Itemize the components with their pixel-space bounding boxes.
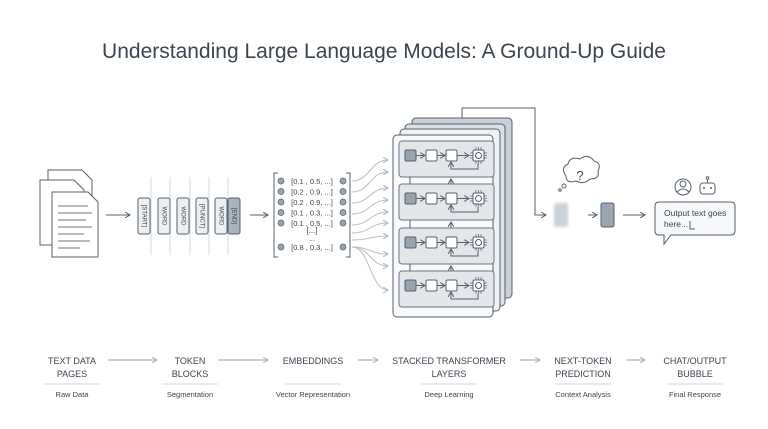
predicted-token: [600, 202, 615, 228]
chip-icon: [470, 234, 487, 251]
fan-arrow: [351, 188, 388, 204]
token-label: [PUNCT]: [198, 204, 204, 228]
stage-caption: Vector Representation: [276, 390, 350, 399]
stage-title-line1: CHAT/OUTPUT: [663, 356, 727, 366]
fan-arrow: [351, 246, 388, 266]
embedding-last-row: [0.8 , 0.3, ...]: [291, 243, 333, 252]
page-title: Understanding Large Language Models: A G…: [102, 40, 666, 63]
stage-title-line2: PAGES: [57, 369, 87, 379]
fan-arrows: [351, 160, 388, 290]
chip-icon: [470, 147, 487, 164]
embedding-matrix: [0.1 , 0.5, ...] [0.2 , 0.9, ...][0.2 , 0…: [273, 172, 351, 258]
transformer-layer: [398, 270, 495, 308]
fan-arrow: [351, 236, 388, 241]
token-block: [195, 197, 209, 235]
embedding-ellipsis: ...: [309, 236, 315, 243]
token-blocks: [START] WORD WORD [PUNCT] WORD [END]: [137, 177, 241, 255]
token-label: WORD: [160, 207, 166, 227]
stage-caption: Context Analysis: [555, 390, 611, 399]
token-block: [137, 197, 151, 235]
stage-title-line1: EMBEDDINGS: [283, 356, 344, 366]
bubble-text-line1: Output text goes: [664, 208, 726, 218]
user-icon: [674, 178, 692, 196]
embedding-row: [0.1 , 0.5, ...]: [291, 177, 333, 186]
fan-arrow: [351, 223, 388, 234]
embedding-row: [0.1 , 0.3, ...]: [291, 209, 333, 218]
stage-4: NEXT-TOKEN PREDICTION Context Analysis: [554, 356, 611, 399]
token-block: [176, 197, 190, 235]
fan-arrow: [351, 160, 388, 182]
transformer-layer: [398, 227, 495, 265]
stage-title-line2: PREDICTION: [555, 369, 611, 379]
chip-icon: [470, 277, 487, 294]
chip-icon: [470, 190, 487, 207]
documents-icon: [39, 169, 99, 258]
stage-title-line1: STACKED TRANSFORMER: [392, 356, 506, 366]
fan-arrow: [351, 212, 388, 226]
stage-title-line2: BLOCKS: [172, 369, 209, 379]
fan-arrow: [351, 172, 388, 193]
bubble-text-line2: here...: [664, 219, 688, 229]
text-cursor: [689, 221, 695, 230]
stage-caption: Final Response: [669, 390, 721, 399]
stage-caption: Deep Learning: [424, 390, 473, 399]
token-block: [227, 197, 241, 235]
embedding-row: [0.2 , 0.9, ...]: [291, 188, 333, 197]
token-label: WORD: [179, 207, 185, 227]
embedding-row: [0.1 , 0.5, ...]: [291, 219, 333, 228]
stage-title-line2: LAYERS: [432, 369, 467, 379]
token-label: [START]: [140, 205, 146, 228]
fan-arrow: [351, 246, 388, 290]
token-label: WORD: [217, 207, 223, 227]
thought-text: ?: [576, 168, 583, 183]
stage-caption: Raw Data: [56, 390, 90, 399]
stage-5: CHAT/OUTPUT BUBBLE Final Response: [663, 356, 727, 399]
stage-title-line1: NEXT-TOKEN: [554, 356, 611, 366]
stage-caption: Segmentation: [167, 390, 213, 399]
stage-labels: TEXT DATA PAGES Raw Data TOKEN BLOCKS Segment…: [44, 356, 727, 399]
embedding-ellipsis-bracket: [...]: [306, 226, 317, 235]
stage-1: TOKEN BLOCKS Segmentation: [162, 356, 218, 399]
candidate-token-blurred: [554, 203, 568, 227]
token-label: [END]: [230, 208, 236, 224]
thought-cloud-icon: [562, 155, 600, 184]
stage-title-line1: TOKEN: [175, 356, 206, 366]
stage-0: TEXT DATA PAGES Raw Data: [44, 356, 100, 399]
fan-arrow: [351, 200, 388, 215]
chat-output: Output text goes here...: [654, 176, 736, 246]
stage-title-line1: TEXT DATA: [48, 356, 96, 366]
stage-title-line2: BUBBLE: [677, 369, 713, 379]
stage-2: EMBEDDINGS Vector Representation: [276, 356, 350, 399]
transformer-layer: [398, 140, 495, 178]
transformer-stack: [392, 107, 546, 318]
token-block: [214, 197, 228, 235]
transformer-layer: [398, 183, 495, 221]
stage-3: STACKED TRANSFORMER LAYERS Deep Learning: [392, 356, 506, 399]
next-token-prediction: ?: [554, 155, 615, 228]
token-block: [157, 197, 171, 235]
robot-icon: [699, 176, 716, 195]
chat-bubble: [654, 201, 736, 246]
embedding-row: [0.2 , 0.9, ...]: [291, 198, 333, 207]
